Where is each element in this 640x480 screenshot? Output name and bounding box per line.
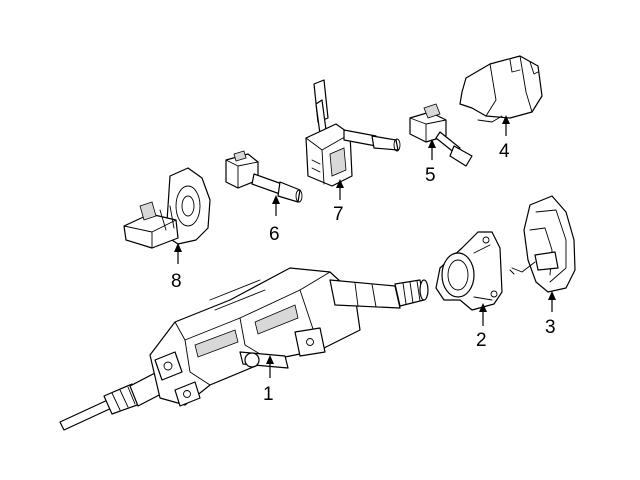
wiper-switch[interactable] — [409, 103, 473, 167]
turn-signal-switch[interactable] — [225, 150, 303, 203]
callout-5: 5 — [425, 165, 436, 186]
callout-arrows — [174, 115, 556, 378]
callout-6: 6 — [269, 224, 280, 245]
callout-7: 7 — [333, 204, 344, 225]
callout-3: 3 — [545, 317, 556, 338]
column-boot[interactable] — [435, 231, 503, 311]
callout-4: 4 — [499, 141, 510, 162]
ignition-lock-housing[interactable] — [123, 167, 211, 249]
steering-column-assembly[interactable] — [59, 267, 429, 431]
combination-switch[interactable] — [305, 79, 401, 187]
callout-1: 1 — [263, 384, 274, 405]
callout-8: 8 — [171, 271, 182, 292]
clock-spring[interactable] — [509, 195, 576, 293]
callout-2: 2 — [476, 330, 487, 351]
upper-column-cover[interactable] — [459, 55, 543, 123]
